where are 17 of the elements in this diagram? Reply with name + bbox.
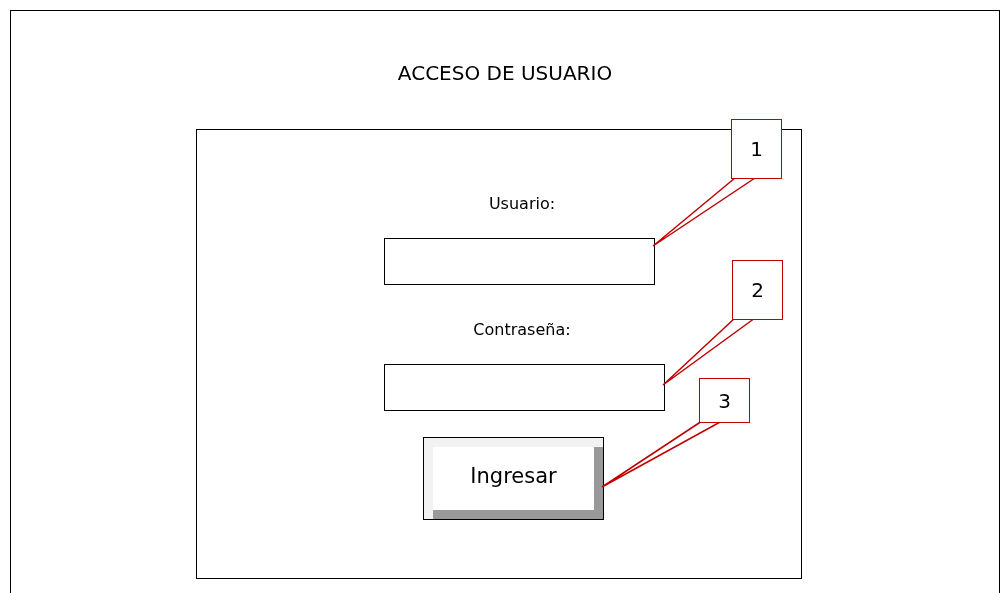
window-frame <box>10 10 1000 593</box>
callout-box <box>731 119 782 179</box>
login-panel <box>196 129 802 579</box>
input-field <box>384 238 655 285</box>
callout-box <box>732 260 783 320</box>
field-label: Usuario: <box>488 194 556 213</box>
field-label: Contraseña: <box>473 320 571 339</box>
input-field <box>384 364 665 411</box>
callout-box <box>699 378 750 423</box>
callout-number: 1 <box>749 137 764 161</box>
window-title: ACCESO DE USUARIO <box>396 61 614 85</box>
leader-line <box>662 317 756 386</box>
callout-number: 3 <box>717 388 732 413</box>
callout-number: 2 <box>750 278 765 302</box>
submit-button <box>423 437 604 520</box>
leader-line <box>652 177 756 247</box>
button-label: Ingresar <box>469 464 558 488</box>
